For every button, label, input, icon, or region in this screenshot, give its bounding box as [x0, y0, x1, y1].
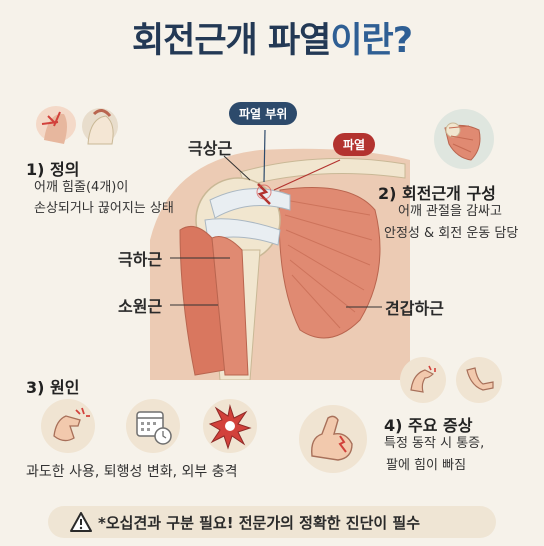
label-teres-minor: 소원근 [118, 297, 163, 316]
warning-icon [70, 512, 92, 532]
subscapularis-muscle [278, 187, 381, 339]
composition-line2: 안정성 & 회전 운동 담당 [384, 226, 519, 241]
footer-text: *오십견과 구분 필요! 전문가의 정확한 진단이 필수 [98, 514, 421, 532]
arm-pain-icon [400, 357, 446, 403]
causes-text: 과도한 사용, 퇴행성 변화, 외부 충격 [26, 464, 238, 480]
infraspinatus-pointer [170, 257, 230, 259]
shoulder-muscle-icon [434, 109, 494, 169]
calendar-clock-icon [126, 399, 180, 453]
label-supraspinatus: 극상근 [188, 139, 233, 158]
shoulder-anatomy-illustration [150, 129, 410, 380]
title-suffix: 이란? [330, 21, 413, 61]
symptoms-title: 4) 주요 증상 [384, 416, 473, 435]
impact-burst-icon [203, 399, 257, 453]
tear-pointer [273, 159, 341, 191]
title-main: 회전근개 파열 [131, 21, 331, 61]
footer-notice [48, 506, 496, 538]
label-infraspinatus: 극하근 [118, 250, 163, 269]
page-title: 회전근개 파열이란? [0, 12, 544, 63]
infraspinatus-muscle [211, 236, 249, 376]
tear-site-badge: 파열 부위 [229, 102, 298, 125]
definition-line1: 어깨 힘줄(4개)이 [34, 180, 129, 195]
composition-title: 2) 회전근개 구성 [378, 184, 496, 203]
causes-title: 3) 원인 [26, 378, 80, 397]
bent-arm-icon [456, 357, 502, 403]
definition-line2: 손상되거나 끊어지는 상태 [34, 201, 174, 216]
flexed-arm-pain-icon [299, 405, 367, 473]
label-subscapularis: 견갑하근 [385, 299, 444, 318]
subscapularis-pointer [346, 306, 382, 308]
clavicle-bone [239, 158, 406, 187]
hand-pain-icon [41, 399, 95, 453]
supraspinatus-pointer [223, 155, 251, 181]
composition-line1: 어깨 관절을 감싸고 [398, 204, 502, 219]
teres-minor-muscle [179, 225, 226, 376]
tear-site-pointer [263, 129, 266, 183]
teres-minor-pointer [170, 304, 218, 306]
tear-mark [256, 183, 272, 205]
symptoms-line2: 팔에 힘이 빠짐 [386, 458, 467, 473]
tear-badge: 파열 [333, 133, 376, 156]
injured-shoulder-icon [36, 106, 118, 145]
definition-title: 1) 정의 [26, 160, 80, 179]
symptoms-line1: 특정 동작 시 통증, [384, 436, 485, 451]
